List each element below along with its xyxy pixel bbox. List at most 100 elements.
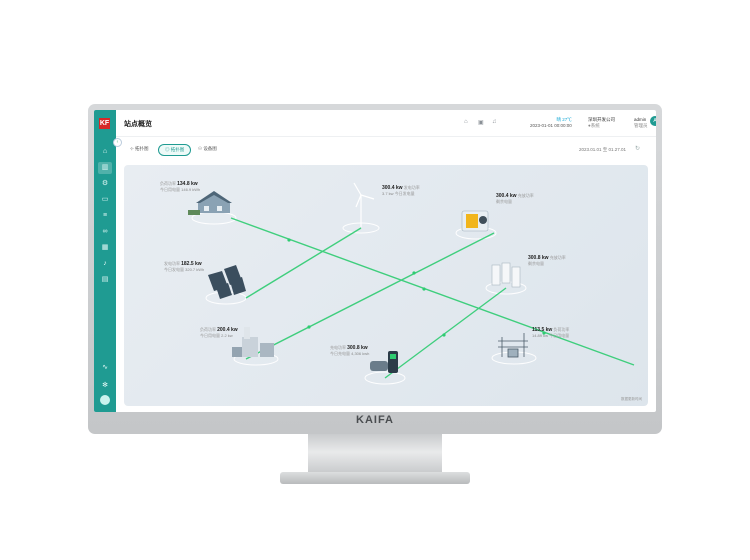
flow-icon: ◎: [165, 147, 170, 152]
stat-value: 300.8 kw: [528, 255, 549, 261]
node-factory[interactable]: 负荷功率 200.4 kw 今日用电量 2.2 kw: [200, 327, 238, 339]
tenant-sub: ●系统: [588, 123, 600, 128]
substation-asset: [498, 333, 528, 358]
sidebar-avatar[interactable]: [100, 395, 110, 405]
node-pv[interactable]: 发电功率 182.5 kw 今日发电量 320.7 kWh: [164, 261, 204, 273]
monitor-brand: KAIFA: [356, 414, 394, 426]
stat-value: 300.4 kw: [382, 185, 403, 191]
flow-line-main-1: [230, 217, 635, 366]
device-icon[interactable]: ⚙: [101, 180, 109, 187]
pulse-icon[interactable]: ∿: [102, 364, 108, 371]
node-wind[interactable]: 300.4 kw 发电功率 3.7 kw 今日发电量: [382, 185, 420, 197]
link-icon[interactable]: ∞: [102, 228, 108, 235]
flow-dot: [307, 325, 311, 329]
stat-label: 负荷功率: [553, 327, 570, 332]
bell-icon[interactable]: ♪: [103, 260, 107, 267]
storage-cabinet-asset: [461, 210, 489, 232]
bar-chart-icon[interactable]: ▦: [101, 244, 109, 251]
stat-sub: 2.2 kw: [221, 333, 233, 338]
node-residential[interactable]: 负荷功率 134.8 kw 今日用电量 146.9 kWh: [160, 181, 200, 193]
stat-label: 今日用电量: [160, 187, 180, 192]
stat-label: 剩余电量: [496, 199, 512, 204]
stat-value: 182.5 kw: [181, 261, 202, 267]
stat-label: 充放功率: [549, 255, 566, 260]
sidebar: KF ⌂ ▥ ⚙ ▭ ≡ ∞ ▦ ♪ ▤ ∿ ✻: [94, 110, 116, 412]
tab-label: 拓扑图: [170, 147, 185, 152]
topology-icon: ⊹: [130, 146, 134, 151]
date-range[interactable]: 2023.01.01 至 01.27.01: [578, 147, 626, 152]
flow-dot: [422, 287, 426, 291]
storage-container-asset: [491, 262, 521, 288]
stat-label: 发电功率: [164, 261, 180, 266]
user-role: 管理员: [634, 123, 648, 128]
stat-value: 300.8 kw: [347, 345, 368, 351]
stat-label: 发电功率: [403, 185, 420, 190]
device-icon: ⚇: [198, 146, 203, 151]
time-weather: 晴 27℃ 2023-01-01 00:00:00: [530, 117, 572, 129]
monitor-stand-base: [280, 472, 470, 484]
header: 站点概览 ⌂ ▣ ♫ 晴 27℃ 2023-01-01 00:00:00 深圳开…: [116, 110, 656, 137]
print-icon[interactable]: ▣: [478, 120, 484, 126]
datetime-text: 2023-01-01 00:00:00: [530, 123, 572, 128]
charger-asset: [370, 351, 398, 373]
flow-lines: [188, 182, 635, 385]
tenant-selector[interactable]: 深圳开发公司 ●系统: [588, 117, 615, 129]
notification-icon[interactable]: ♫: [492, 119, 497, 125]
layers-icon[interactable]: ≡: [102, 212, 108, 219]
collapse-sidebar-icon[interactable]: ‹: [113, 138, 122, 147]
flow-dot: [542, 331, 546, 335]
flow-dot: [442, 333, 446, 337]
stat-label: 今日发电量: [394, 191, 415, 196]
app-logo[interactable]: KF: [99, 118, 110, 129]
view-tabs: ⊹ 拓扑图 ◎ 拓扑图 ⚇ 设备图 2023.01.01 至 01.27.01 …: [124, 143, 646, 157]
stat-value: 134.8 kw: [177, 181, 198, 187]
home-icon[interactable]: ⌂: [102, 148, 108, 155]
stat-sub: 4,306 kwh: [351, 351, 370, 356]
stat-sub: 320.7 kWh: [185, 267, 205, 272]
energy-flow-canvas: 负荷功率 134.8 kw 今日用电量 146.9 kWh 300.4 kw 发…: [124, 165, 648, 406]
residential-asset: [188, 191, 232, 215]
footnote: 数据更新时间: [621, 397, 642, 401]
stat-label: 负荷功率: [200, 327, 216, 332]
home-icon[interactable]: ⌂: [464, 119, 468, 125]
stat-label: 充电功率: [330, 345, 346, 350]
flow-line-wind: [245, 227, 362, 299]
stat-label: 今日用电量: [200, 333, 220, 338]
chart-icon[interactable]: ▥: [98, 162, 112, 174]
tab-label: 设备图: [203, 146, 217, 151]
stat-value: 113.5 kw: [532, 327, 553, 333]
factory-asset: [232, 327, 274, 357]
stat-label: 充放功率: [517, 193, 534, 198]
stat-label: 今日用电量: [549, 333, 570, 338]
tab-label: 拓扑图: [135, 146, 149, 151]
node-substation[interactable]: 113.5 kw 负荷功率 14.89 kw 今日用电量: [532, 327, 569, 339]
tab-flow[interactable]: ◎ 拓扑图: [158, 144, 192, 156]
ring-charger: [364, 371, 406, 385]
tab-topology[interactable]: ⊹ 拓扑图: [124, 144, 155, 154]
refresh-icon[interactable]: ↻: [634, 146, 640, 152]
stat-sub: 146.9 kWh: [181, 187, 201, 192]
node-storage-cabinet[interactable]: 300.4 kw 充放功率 剩余电量: [496, 193, 534, 205]
settings-icon[interactable]: ✻: [102, 382, 108, 389]
monitor-stand-neck: [308, 434, 442, 474]
flow-dot: [287, 238, 291, 242]
stat-label: 今日充电量: [330, 351, 350, 356]
screen: KF ⌂ ▥ ⚙ ▭ ≡ ∞ ▦ ♪ ▤ ∿ ✻ ‹ 站点概览 ⌂ ▣ ♫ 晴 …: [94, 110, 656, 412]
user-menu[interactable]: admin 管理员: [634, 117, 648, 129]
flow-dot: [412, 271, 416, 275]
stat-value: 300.4 kw: [496, 193, 517, 199]
stat-sub: 14.89 kw: [532, 333, 549, 338]
stat-label: 负荷功率: [160, 181, 176, 186]
pv-asset: [208, 265, 246, 299]
node-charger[interactable]: 充电功率 300.8 kw 今日充电量 4,306 kwh: [330, 345, 369, 357]
table-icon[interactable]: ▤: [101, 276, 109, 283]
node-storage-container[interactable]: 300.8 kw 充放功率 剩余电量: [528, 255, 566, 267]
stat-value: 200.4 kw: [217, 327, 238, 333]
flow-line-main-2: [245, 232, 495, 360]
tab-device[interactable]: ⚇ 设备图: [192, 144, 223, 154]
battery-icon[interactable]: ▭: [101, 196, 109, 203]
avatar[interactable]: A: [650, 116, 656, 126]
stat-label: 剩余电量: [528, 261, 544, 266]
stat-sub: 3.7 kw: [382, 191, 394, 196]
stat-label: 今日发电量: [164, 267, 184, 272]
